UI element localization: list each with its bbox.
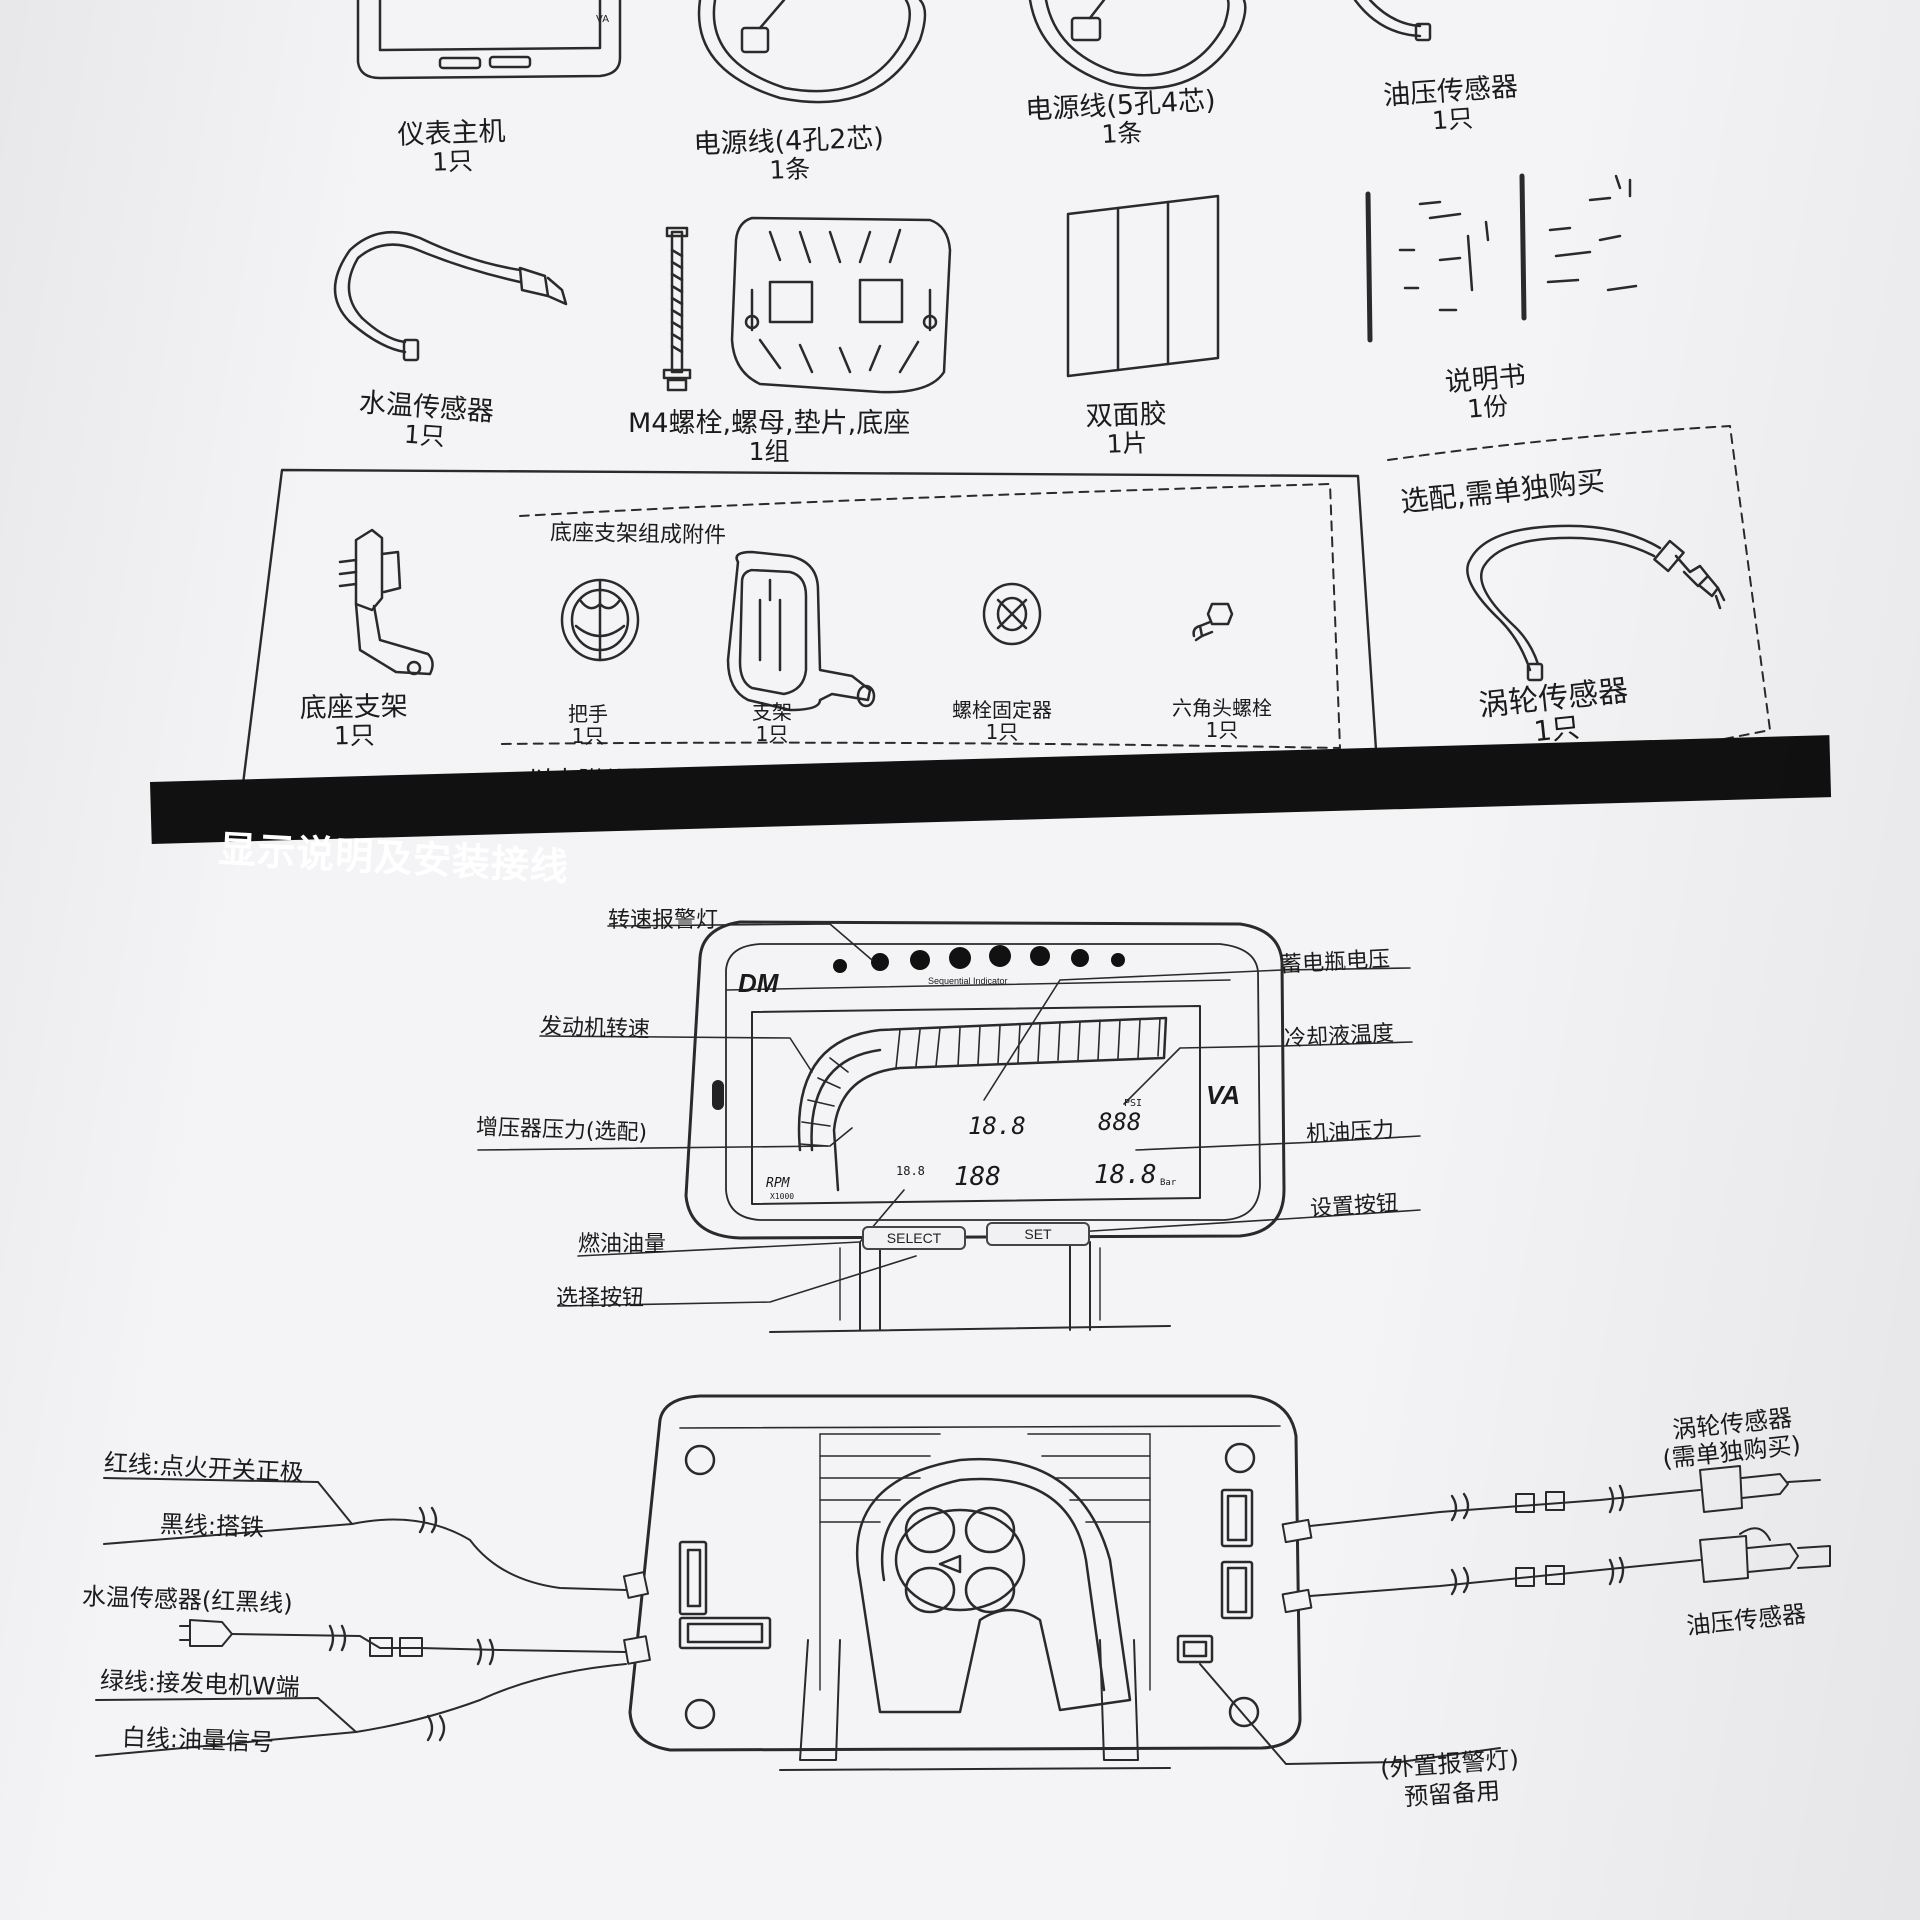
bolt-holder-illustration bbox=[982, 582, 1042, 646]
boost-readout: 18.8 bbox=[896, 1164, 925, 1178]
set-button[interactable]: SET bbox=[986, 1222, 1090, 1246]
oil-pressure-readout: 18.8 bbox=[1094, 1160, 1157, 1190]
part-label-power-cable-5pin: 电源线(5孔4芯)1条 bbox=[1024, 85, 1217, 150]
turbo-sensor-optional-illustration bbox=[1466, 524, 1726, 682]
handle-illustration bbox=[560, 578, 640, 662]
psi-label: PSI bbox=[1124, 1098, 1143, 1109]
hex-bolt-illustration bbox=[1192, 602, 1234, 642]
rpm-label: RPM bbox=[766, 1176, 790, 1191]
gauge-front-outline bbox=[684, 920, 1286, 1333]
bar-label: Bar bbox=[1160, 1178, 1177, 1188]
mounting-base-illustration bbox=[730, 216, 952, 394]
manual-illustration bbox=[1365, 173, 1638, 343]
oil-sensor-cable-illustration bbox=[1353, 0, 1432, 42]
bracket-parts-group-box bbox=[499, 483, 1341, 749]
bolt-set-illustration bbox=[662, 226, 692, 392]
gauge-callout-lines bbox=[477, 923, 1421, 1307]
stand-illustration bbox=[726, 550, 876, 712]
callout-select-button: 选择按钮 bbox=[556, 1286, 645, 1311]
gauge-brand-logo: DM bbox=[738, 968, 779, 998]
wire-black-label: 黑线:搭铁 bbox=[159, 1510, 265, 1542]
bracket-group-title: 底座支架组成附件 bbox=[549, 520, 727, 549]
select-button[interactable]: SELECT bbox=[862, 1226, 966, 1250]
bracket-main-illustration bbox=[338, 528, 434, 676]
left-wiring bbox=[95, 1477, 651, 1757]
temp-readout: 888 bbox=[1098, 1108, 1142, 1136]
right-wiring bbox=[1199, 1465, 1831, 1765]
callout-set-button: 设置按钮 bbox=[1309, 1190, 1399, 1223]
power-cable-5pin-illustration bbox=[1028, 0, 1247, 90]
callout-oil-pressure: 机油压力 bbox=[1305, 1117, 1395, 1148]
callout-rpm-warning: 转速报警灯 bbox=[608, 908, 719, 933]
wire-green-label: 绿线:接发电机W端 bbox=[99, 1666, 301, 1702]
wire-white-label: 白线:油量信号 bbox=[121, 1723, 275, 1757]
rpm-warning-lights bbox=[833, 945, 1125, 973]
svg-text:VA: VA bbox=[596, 14, 609, 25]
callout-coolant-temp: 冷却液温度 bbox=[1283, 1021, 1395, 1052]
callout-boost: 增压器压力(选配) bbox=[475, 1115, 648, 1146]
double-sided-tape-illustration bbox=[1066, 194, 1220, 378]
gauge-unit-illustration: VA bbox=[356, 0, 622, 80]
gauge-back-outline bbox=[628, 1394, 1302, 1771]
wire-water-temp-label: 水温传感器(红黑线) bbox=[81, 1582, 294, 1618]
callout-fuel: 燃油油量 bbox=[578, 1232, 667, 1257]
gauge-brand-right: VA bbox=[1206, 1080, 1241, 1110]
optional-box bbox=[1387, 425, 1771, 789]
water-temp-sensor-illustration bbox=[333, 230, 568, 362]
power-cable-4pin-illustration bbox=[697, 0, 927, 104]
rpm-unit: X1000 bbox=[770, 1192, 795, 1201]
external-alarm-note: 预留备用 bbox=[1403, 1776, 1502, 1812]
callout-battery-voltage: 蓄电瓶电压 bbox=[1279, 947, 1391, 978]
fuel-readout: 188 bbox=[954, 1162, 1001, 1192]
callout-engine-rpm: 发动机转速 bbox=[539, 1014, 651, 1043]
sequential-indicator-text: Sequential Indicator bbox=[928, 976, 1008, 986]
part-label-power-cable-4pin: 电源线(4孔2芯)1条 bbox=[693, 122, 885, 185]
volt-readout: 18.8 bbox=[968, 1112, 1026, 1140]
